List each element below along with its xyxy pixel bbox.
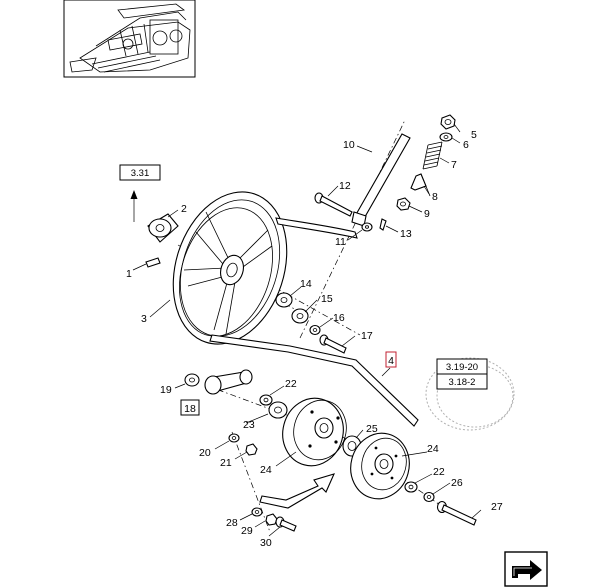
washer-part-22-upper[interactable] xyxy=(259,394,273,406)
leader-lines xyxy=(132,123,482,537)
callout-29: 29 xyxy=(241,525,253,537)
washer-part-6[interactable] xyxy=(439,132,453,142)
callout-10: 10 xyxy=(343,139,355,151)
callout-17: 17 xyxy=(361,330,373,342)
nut-part-9[interactable] xyxy=(396,197,411,211)
up-arrow-icon xyxy=(130,190,138,222)
ref-3-31-label: 3.31 xyxy=(131,168,150,179)
split-pin-part-13[interactable] xyxy=(379,218,387,231)
bushing-part-23[interactable] xyxy=(268,401,288,419)
bolt-part-30[interactable] xyxy=(275,516,297,532)
idler-pulley-half-left[interactable] xyxy=(275,391,353,472)
callout-16: 16 xyxy=(333,312,345,324)
ref-3-19-20-label: 3.19-20 xyxy=(446,362,478,373)
callout-labels: 1 2 3 5 6 7 8 9 10 11 12 13 14 15 16 17 … xyxy=(126,129,503,549)
nut-part-29[interactable] xyxy=(265,513,278,526)
callout-5: 5 xyxy=(471,129,477,141)
ref-3-18-2-label: 3.18-2 xyxy=(449,377,476,388)
callout-14: 14 xyxy=(300,278,312,290)
machine-overview-thumbnail[interactable] xyxy=(63,0,196,78)
callout-4-box[interactable]: 4 xyxy=(385,351,397,368)
callout-24-right: 24 xyxy=(427,443,439,455)
idler-pulley-half-right[interactable] xyxy=(343,427,416,506)
bolt-part-27[interactable] xyxy=(436,500,477,526)
callout-21: 21 xyxy=(220,457,232,469)
callout-8: 8 xyxy=(432,191,438,203)
callout-9: 9 xyxy=(424,208,430,220)
callout-1: 1 xyxy=(126,268,132,280)
washer-part-22-lower[interactable] xyxy=(404,481,418,493)
callout-23: 23 xyxy=(243,419,255,431)
bolt-part-17[interactable] xyxy=(319,334,347,354)
callout-25: 25 xyxy=(366,423,378,435)
callout-2: 2 xyxy=(181,203,187,215)
callout-18-box[interactable]: 18 xyxy=(180,399,200,416)
callout-30: 30 xyxy=(260,537,272,549)
ref-3-31-box[interactable]: 3.31 xyxy=(119,164,161,181)
callout-24-left: 24 xyxy=(260,464,272,476)
drive-belt[interactable] xyxy=(209,217,419,427)
callout-6: 6 xyxy=(463,139,469,151)
callout-15: 15 xyxy=(321,293,333,305)
callout-4: 4 xyxy=(388,355,394,367)
callout-26: 26 xyxy=(451,477,463,489)
nut-part-5[interactable] xyxy=(440,114,456,130)
bracket-part-8[interactable] xyxy=(410,173,431,197)
washer-part-11[interactable] xyxy=(361,222,373,232)
callout-13: 13 xyxy=(400,228,412,240)
callout-12: 12 xyxy=(339,180,351,192)
callout-3: 3 xyxy=(141,313,147,325)
spacer-part-14[interactable] xyxy=(275,292,293,308)
spring-part-7[interactable] xyxy=(422,141,443,170)
callout-27: 27 xyxy=(491,501,503,513)
key-part-1[interactable] xyxy=(145,257,161,268)
washer-part-20[interactable] xyxy=(228,433,240,443)
callout-19: 19 xyxy=(160,384,172,396)
washer-part-26[interactable] xyxy=(423,491,435,503)
bushing-part-15[interactable] xyxy=(291,308,309,324)
ref-3-19-20-box[interactable]: 3.19-20 xyxy=(436,358,488,375)
ref-3-18-2-box[interactable]: 3.18-2 xyxy=(436,373,488,390)
callout-18: 18 xyxy=(184,403,196,415)
callout-11: 11 xyxy=(335,236,346,248)
assembly-direction-arrow xyxy=(259,473,335,509)
thumbnail-machine-drawing xyxy=(69,3,191,73)
callout-22-upper: 22 xyxy=(285,378,297,390)
nut-part-21[interactable] xyxy=(245,443,258,456)
callout-20: 20 xyxy=(199,447,211,459)
callout-28: 28 xyxy=(226,517,238,529)
bolt-part-12[interactable] xyxy=(314,192,353,217)
idler-arm-part-18[interactable] xyxy=(204,369,253,395)
washer-part-16[interactable] xyxy=(309,324,321,336)
next-page-arrow-icon[interactable] xyxy=(504,551,548,587)
washer-part-28[interactable] xyxy=(251,507,263,517)
spacer-part-19[interactable] xyxy=(184,373,200,387)
large-pulley-wheel[interactable] xyxy=(155,177,306,359)
hub-part-2[interactable] xyxy=(147,213,179,243)
reference-pulley-ghost xyxy=(425,357,515,431)
callout-7: 7 xyxy=(451,159,457,171)
callout-22-lower: 22 xyxy=(433,466,445,478)
